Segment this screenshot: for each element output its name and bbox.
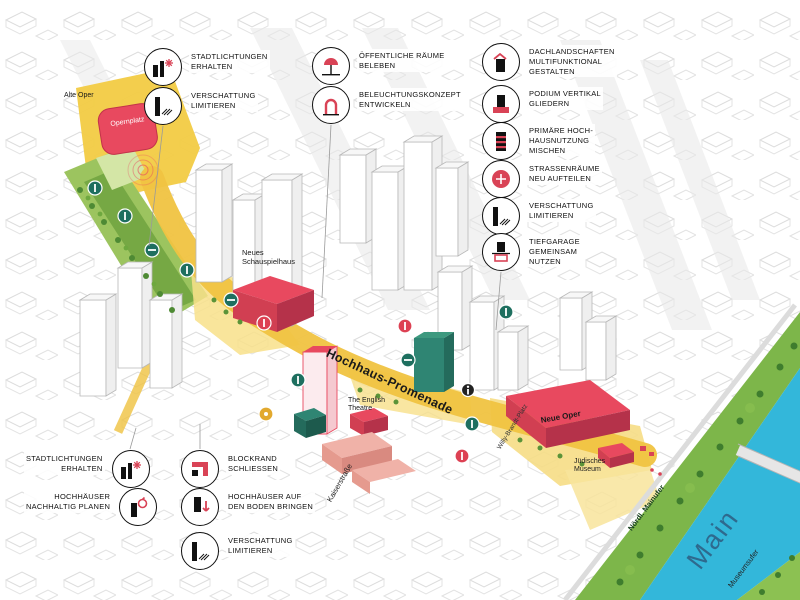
legend-label: BLOCKRAND SCHLIESSEN xyxy=(226,452,281,475)
badge-teal xyxy=(464,416,480,432)
legend-label: ÖFFENTLICHE RÄUME BELEBEN xyxy=(357,49,447,72)
badge-yellow xyxy=(258,406,274,422)
badge-teal xyxy=(400,352,416,368)
legend-item-podium: PODIUM VERTIKAL GLIEDERN xyxy=(482,85,603,123)
teal-tower xyxy=(414,332,454,392)
teal-block xyxy=(294,408,326,438)
legend-item-beleuchtung: BELEUCHTUNGSKONZEPT ENTWICKELN xyxy=(312,86,461,124)
legend-item-nachhaltig: HOCHHÄUSER NACHHALTIG PLANEN xyxy=(24,488,158,526)
hochhausnutzung-icon xyxy=(482,122,520,160)
verschattung-icon xyxy=(181,532,219,570)
badge-red xyxy=(454,448,470,464)
legend-item-boden: HOCHHÄUSER AUF DEN BODEN BRINGEN xyxy=(181,488,316,526)
riverside-red-kiosks xyxy=(640,446,662,476)
park-trees xyxy=(77,187,585,467)
legend-label: HOCHHÄUSER AUF DEN BODEN BRINGEN xyxy=(226,490,316,513)
legend-item-blockrand: BLOCKRAND SCHLIESSEN xyxy=(181,450,281,488)
stadtlichtungen-icon xyxy=(111,450,150,488)
legend-label: TIEFGARAGE GEMEINSAM NUTZEN xyxy=(527,235,582,268)
beleuchtung-icon xyxy=(312,86,350,124)
oeffentliche-raeume-icon xyxy=(312,47,350,85)
legend-label: PRIMÄRE HOCH- HAUSNUTZUNG MISCHEN xyxy=(527,124,596,157)
stadtlichtungen-icon xyxy=(144,48,182,86)
juedisches-museum-building xyxy=(598,443,634,468)
legend-item-oeffentliche-raeume: ÖFFENTLICHE RÄUME BELEBEN xyxy=(312,47,447,85)
neues-schauspielhaus-label: Neues Schauspielhaus xyxy=(242,248,295,266)
badge-teal xyxy=(117,208,133,224)
legend-label: STADTLICHTUNGEN ERHALTEN xyxy=(24,452,105,475)
info-badge xyxy=(460,382,476,398)
legend-item-stadtlichtungen-bottom: STADTLICHTUNGEN ERHALTEN xyxy=(24,450,150,488)
badge-teal xyxy=(144,242,160,258)
blockrand-icon xyxy=(181,450,219,488)
legend-label: STRASSENRÄUME NEU AUFTEILEN xyxy=(527,162,602,185)
tiefgarage-icon xyxy=(482,233,520,271)
legend-label: STADTLICHTUNGEN ERHALTEN xyxy=(189,50,270,73)
badge-teal xyxy=(223,292,239,308)
legend-label: VERSCHATTUNG LIMITIEREN xyxy=(226,534,295,557)
english-theatre-label: The English Theatre xyxy=(348,397,385,413)
badge-red xyxy=(397,318,413,334)
boden-icon xyxy=(181,488,219,526)
badge-teal xyxy=(179,262,195,278)
legend-connectors xyxy=(129,124,502,450)
badge-red xyxy=(256,315,272,331)
south-riverbank xyxy=(737,552,800,600)
map-badges xyxy=(87,180,514,464)
verschattung-icon xyxy=(144,87,182,125)
bridge xyxy=(735,443,800,484)
badge-teal xyxy=(290,372,306,388)
legend-item-hochhausnutzung: PRIMÄRE HOCH- HAUSNUTZUNG MISCHEN xyxy=(482,122,596,160)
main-river xyxy=(640,368,800,600)
neue-oper-building xyxy=(506,380,630,448)
juedisches-museum-label: Jüdisches Museum xyxy=(574,458,606,474)
legend-item-strassenraeume: STRASSENRÄUME NEU AUFTEILEN xyxy=(482,160,602,198)
badge-teal xyxy=(498,304,514,320)
badge-teal xyxy=(87,180,103,196)
alte-oper-label: Alte Oper xyxy=(64,92,94,99)
verschattung-icon xyxy=(482,197,520,235)
neues-schauspielhaus-building xyxy=(233,276,314,332)
strassenraeume-icon xyxy=(482,160,520,198)
kaiserstrasse-blocks xyxy=(322,432,416,494)
legend-item-verschattung-2: VERSCHATTUNG LIMITIEREN xyxy=(482,197,596,235)
legend-label: PODIUM VERTIKAL GLIEDERN xyxy=(527,87,603,110)
towers xyxy=(78,135,618,397)
north-riverbank xyxy=(575,312,800,600)
legend-label: VERSCHATTUNG LIMITIEREN xyxy=(527,199,596,222)
legend-item-verschattung: VERSCHATTUNG LIMITIEREN xyxy=(144,87,258,125)
dachlandschaften-icon xyxy=(482,43,520,81)
nachhaltig-icon xyxy=(119,488,158,526)
opernplatz-park xyxy=(64,146,208,326)
legend-label: DACHLANDSCHAFTEN MULTIFUNKTIONAL GESTALT… xyxy=(527,45,617,78)
legend-label: BELEUCHTUNGSKONZEPT ENTWICKELN xyxy=(357,88,461,111)
main-river-area xyxy=(563,303,800,600)
riverbank-trees xyxy=(616,342,798,595)
alte-oper-building xyxy=(97,103,159,186)
riverside-road xyxy=(563,303,797,600)
fountain-ripples xyxy=(127,154,159,186)
legend-label: HOCHHÄUSER NACHHALTIG PLANEN xyxy=(24,490,113,513)
legend-item-stadtlichtungen: STADTLICHTUNGEN ERHALTEN xyxy=(144,48,270,86)
legend-item-verschattung-bottom: VERSCHATTUNG LIMITIEREN xyxy=(181,532,295,570)
podium-icon xyxy=(482,85,520,123)
legend-item-tiefgarage: TIEFGARAGE GEMEINSAM NUTZEN xyxy=(482,233,582,271)
legend-item-dachlandschaften: DACHLANDSCHAFTEN MULTIFUNKTIONAL GESTALT… xyxy=(482,43,617,81)
legend-label: VERSCHATTUNG LIMITIEREN xyxy=(189,89,258,112)
english-theatre-building xyxy=(350,408,388,436)
